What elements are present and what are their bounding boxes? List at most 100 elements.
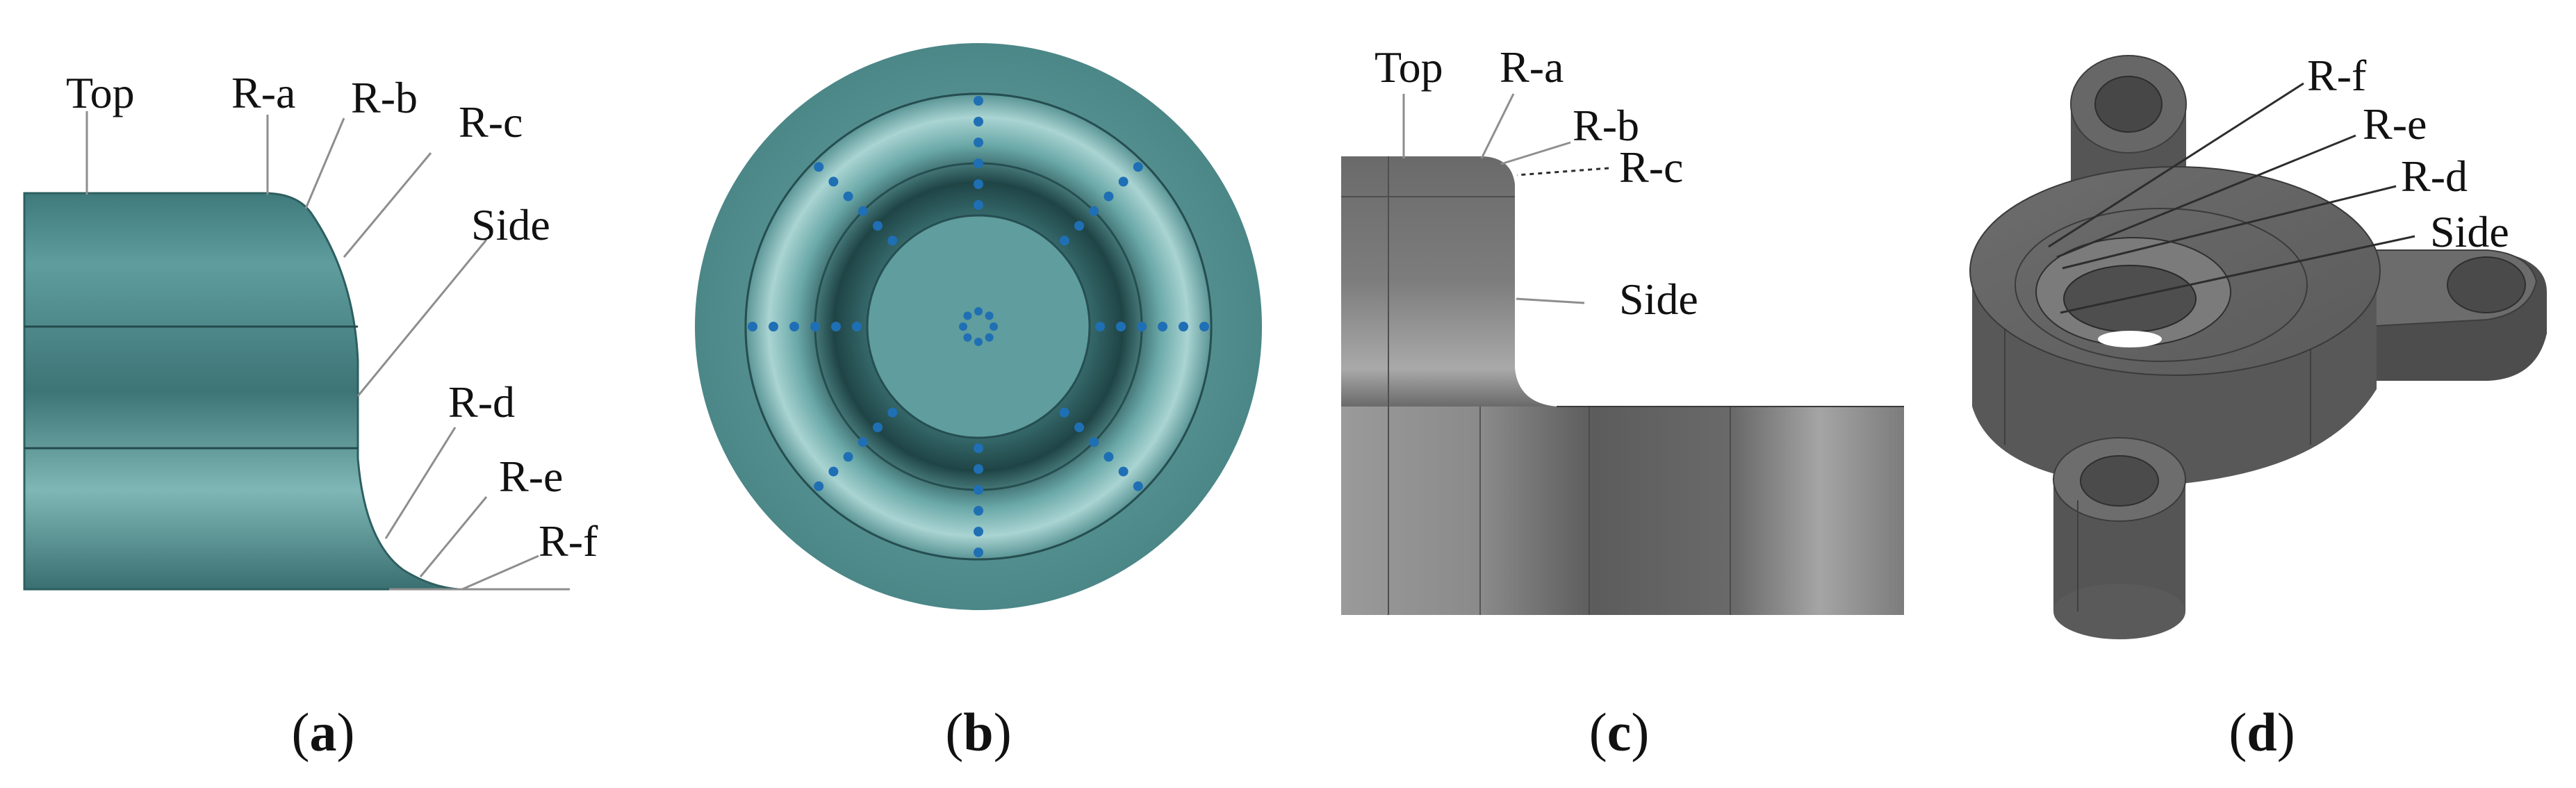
probe-point bbox=[1199, 322, 1209, 331]
probe-point bbox=[1059, 236, 1069, 246]
panel-c: Top R-a R-b R-c Side (c) bbox=[1341, 42, 1904, 762]
probe-point bbox=[974, 506, 983, 516]
leader-ra-c bbox=[1480, 93, 1515, 159]
probe-point bbox=[974, 464, 983, 474]
center-probe-point bbox=[974, 307, 983, 315]
leader-re-a bbox=[419, 496, 488, 577]
label-rc-a: R-c bbox=[459, 97, 523, 147]
probe-point bbox=[974, 158, 983, 168]
probe-point bbox=[828, 177, 839, 187]
probe-point bbox=[814, 481, 824, 491]
probe-point bbox=[789, 322, 799, 331]
probe-point bbox=[1158, 322, 1167, 331]
leader-rd-a bbox=[384, 427, 457, 539]
probe-point bbox=[748, 322, 757, 331]
pocket-inner bbox=[2063, 265, 2197, 333]
label-rb-c: R-b bbox=[1573, 101, 1639, 150]
caption-b: (b) bbox=[945, 702, 1011, 762]
probe-point bbox=[858, 437, 868, 448]
panel-b: (b) bbox=[695, 43, 1262, 762]
label-re-a: R-e bbox=[499, 452, 563, 501]
lug-right bbox=[2362, 249, 2547, 381]
probe-point bbox=[974, 138, 983, 147]
probe-point bbox=[843, 452, 853, 462]
probe-point bbox=[852, 322, 862, 331]
leader-rb-c bbox=[1500, 141, 1571, 165]
probe-point bbox=[974, 443, 983, 453]
probe-point bbox=[828, 466, 839, 477]
caption-a: (a) bbox=[292, 702, 355, 762]
center-probe-point bbox=[974, 338, 983, 346]
caption-c: (c) bbox=[1589, 702, 1650, 762]
leader-side-c bbox=[1516, 297, 1585, 304]
panel-a: Top R-a R-b R-c Side R-d R-e R-f (a) bbox=[23, 68, 598, 762]
label-ra-a: R-a bbox=[231, 68, 295, 117]
probe-point bbox=[843, 191, 853, 202]
leader-rf-d bbox=[2048, 82, 2304, 248]
probe-point bbox=[873, 221, 883, 231]
probe-point bbox=[1133, 481, 1143, 491]
probe-point bbox=[814, 162, 824, 172]
probe-point bbox=[1118, 177, 1129, 187]
probe-point bbox=[1179, 322, 1188, 331]
probe-point bbox=[887, 407, 898, 418]
label-rd-d: R-d bbox=[2401, 151, 2468, 201]
probe-point bbox=[1089, 437, 1099, 448]
probe-points-group bbox=[748, 96, 1209, 557]
torus-outer-line bbox=[744, 92, 1213, 561]
label-side-c: Side bbox=[1619, 274, 1698, 324]
leader-rf-a bbox=[461, 555, 539, 591]
label-rc-c: R-c bbox=[1619, 142, 1683, 192]
label-top-a: Top bbox=[66, 68, 135, 117]
lug-bottom bbox=[2053, 437, 2186, 639]
center-probe-point bbox=[990, 322, 998, 331]
gray-boss bbox=[1341, 156, 1557, 407]
leader-side-a bbox=[356, 239, 488, 397]
panel-d: R-f R-e R-d Side (d) bbox=[1969, 51, 2547, 762]
probe-point bbox=[858, 206, 868, 216]
probe-point bbox=[1074, 221, 1084, 231]
label-ra-c: R-a bbox=[1500, 42, 1564, 92]
probe-point bbox=[1137, 322, 1147, 331]
probe-point bbox=[1059, 407, 1069, 418]
label-rf-a: R-f bbox=[539, 516, 598, 566]
center-probe-point bbox=[959, 322, 967, 331]
probe-point bbox=[974, 117, 983, 126]
probe-point bbox=[1089, 206, 1099, 216]
label-side-a: Side bbox=[471, 200, 550, 249]
center-probe-point bbox=[963, 311, 972, 320]
label-top-c: Top bbox=[1375, 42, 1443, 92]
probe-point bbox=[1118, 466, 1129, 477]
probe-point bbox=[974, 548, 983, 557]
probe-point bbox=[1133, 162, 1143, 172]
probe-point bbox=[1104, 191, 1114, 202]
through-hole bbox=[2098, 331, 2162, 347]
label-side-d: Side bbox=[2430, 207, 2509, 256]
teal-profile-body bbox=[23, 192, 459, 591]
probe-point bbox=[1095, 322, 1105, 331]
leader-rb-a bbox=[304, 117, 345, 209]
probe-point bbox=[974, 96, 983, 106]
probe-point bbox=[831, 322, 841, 331]
probe-point bbox=[974, 485, 983, 495]
caption-d: (d) bbox=[2229, 702, 2295, 762]
label-re-d: R-e bbox=[2363, 99, 2427, 149]
leader-rd-d bbox=[2062, 185, 2397, 270]
inner-disk bbox=[866, 214, 1091, 439]
probe-point bbox=[974, 527, 983, 536]
probe-point bbox=[1074, 422, 1084, 432]
label-rd-a: R-d bbox=[448, 377, 515, 427]
leader-side-d bbox=[2060, 235, 2415, 314]
center-probe-point bbox=[985, 333, 994, 342]
gray-base-block bbox=[1341, 407, 1904, 615]
probe-point bbox=[769, 322, 778, 331]
probe-point bbox=[974, 200, 983, 210]
leader-rc-a bbox=[343, 152, 432, 258]
probe-point bbox=[873, 422, 883, 432]
probe-point bbox=[887, 236, 898, 246]
label-rb-a: R-b bbox=[351, 73, 418, 122]
probe-point bbox=[810, 322, 820, 331]
label-rf-d: R-f bbox=[2307, 51, 2367, 100]
leader-re-d bbox=[2056, 134, 2356, 258]
flange-ring-edge bbox=[2015, 208, 2308, 362]
